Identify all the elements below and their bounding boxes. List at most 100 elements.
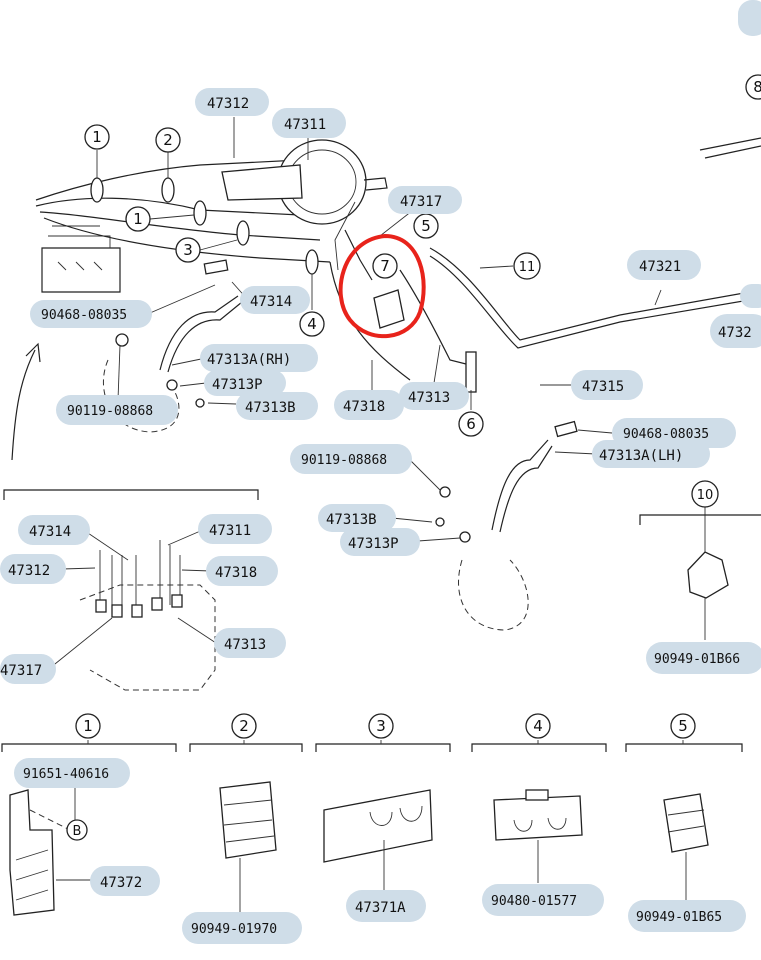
label-47318-top: 47318 — [334, 390, 404, 420]
label-90119-08868-a: 90119-08868 — [56, 395, 178, 425]
label-90468-08035-a: 90468-08035 — [30, 300, 152, 328]
svg-text:47313A(RH): 47313A(RH) — [207, 352, 291, 368]
clip-part-10 — [687, 551, 729, 599]
master-cylinder — [221, 164, 303, 201]
svg-text:47311: 47311 — [284, 117, 326, 133]
callout-1b: 1 — [125, 206, 151, 232]
callout-3: 3 — [175, 237, 201, 263]
label-47371A: 47371A — [346, 890, 426, 922]
clamp-90949-01970 — [219, 781, 277, 859]
label-47313B-mid: 47313B — [318, 504, 396, 532]
svg-text:90468-08035: 90468-08035 — [623, 427, 709, 442]
svg-text:2: 2 — [163, 131, 173, 149]
clamp-2 — [161, 177, 175, 203]
svg-text:90119-08868: 90119-08868 — [301, 453, 387, 468]
brake-line-assembly — [11, 137, 761, 631]
svg-text:47313: 47313 — [408, 390, 450, 406]
callout-6: 6 — [458, 411, 484, 437]
label-47313-detail: 47313 — [214, 628, 286, 658]
proportioning-valve — [373, 289, 405, 329]
edge-pill-top — [738, 0, 761, 36]
svg-text:47317: 47317 — [400, 194, 442, 210]
svg-text:1: 1 — [133, 210, 143, 228]
callout-7: 7 — [372, 253, 398, 279]
svg-text:3: 3 — [376, 717, 386, 735]
svg-text:47313B: 47313B — [326, 512, 377, 528]
clamp-90480-01577 — [493, 795, 583, 841]
svg-text:90949-01B65: 90949-01B65 — [636, 910, 722, 925]
label-47313-mid: 47313 — [399, 382, 469, 410]
svg-text:2: 2 — [239, 717, 249, 735]
svg-text:90949-01970: 90949-01970 — [191, 922, 277, 937]
svg-text:7: 7 — [380, 257, 390, 275]
svg-text:47312: 47312 — [207, 96, 249, 112]
svg-text:47314: 47314 — [250, 294, 292, 310]
label-47372: 47372 — [90, 866, 160, 896]
callouts: 1 2 1 3 4 5 7 11 6 10 8 1 2 3 4 5 B — [66, 74, 761, 841]
detail-callout-2: 2 — [231, 713, 257, 739]
detail-inset — [3, 489, 259, 691]
svg-text:5: 5 — [421, 217, 431, 235]
callout-4: 4 — [299, 311, 325, 337]
svg-text:47318: 47318 — [343, 399, 385, 415]
callout-2: 2 — [155, 127, 181, 153]
svg-text:B: B — [73, 824, 82, 839]
label-47313P-top: 47313P — [204, 370, 286, 396]
svg-text:47313B: 47313B — [245, 400, 296, 416]
label-90949-01B66: 90949-01B66 — [646, 642, 761, 674]
label-47315: 47315 — [571, 370, 643, 400]
svg-text:5: 5 — [678, 717, 688, 735]
svg-text:47315: 47315 — [582, 379, 624, 395]
svg-text:11: 11 — [519, 260, 536, 275]
label-47311-detail: 47311 — [198, 514, 272, 544]
svg-text:47371A: 47371A — [355, 900, 406, 916]
label-90949-01B65: 90949-01B65 — [628, 900, 746, 932]
svg-text:91651-40616: 91651-40616 — [23, 767, 109, 782]
svg-text:47372: 47372 — [100, 875, 142, 891]
leader-lines — [96, 117, 761, 640]
label-47313A-LH: 47313A(LH) — [592, 440, 710, 468]
svg-text:90480-01577: 90480-01577 — [491, 894, 577, 909]
label-90119-08868-b: 90119-08868 — [290, 444, 412, 474]
detail-callout-4: 4 — [525, 713, 551, 739]
label-47312-top: 47312 — [195, 88, 269, 116]
detail-callout-5: 5 — [670, 713, 696, 739]
label-47317-top: 47317 — [388, 186, 462, 214]
edge-pill-mid — [740, 284, 761, 308]
svg-text:90468-08035: 90468-08035 — [41, 308, 127, 323]
clamp-4 — [305, 249, 319, 275]
svg-text:47317: 47317 — [0, 663, 42, 679]
svg-text:6: 6 — [466, 415, 476, 433]
label-47314-top: 47314 — [240, 286, 310, 314]
svg-text:90119-08868: 90119-08868 — [67, 404, 153, 419]
callout-1a: 1 — [84, 124, 110, 150]
callout-b: B — [66, 819, 88, 841]
svg-text:4: 4 — [533, 717, 543, 735]
label-47318-detail: 47318 — [206, 556, 278, 586]
svg-text:47314: 47314 — [29, 524, 71, 540]
label-47313P-mid: 47313P — [340, 528, 420, 556]
label-4732-cut: 4732 — [710, 314, 761, 348]
svg-text:47313P: 47313P — [348, 536, 399, 552]
clamp-1b — [193, 200, 207, 226]
clamp-47372 — [9, 789, 55, 916]
callout-5: 5 — [413, 213, 439, 239]
clip-90949-01B65 — [663, 793, 709, 853]
clamp-47371A — [323, 789, 433, 863]
label-47317-detail: 47317 — [0, 654, 56, 684]
svg-text:47312: 47312 — [8, 563, 50, 579]
svg-text:47313A(LH): 47313A(LH) — [599, 448, 683, 464]
label-90949-01970: 90949-01970 — [182, 912, 302, 944]
svg-text:47311: 47311 — [209, 523, 251, 539]
label-47314-detail: 47314 — [18, 515, 90, 545]
svg-text:47313: 47313 — [224, 637, 266, 653]
svg-text:8: 8 — [753, 78, 761, 96]
svg-text:4: 4 — [307, 315, 317, 333]
label-47311-top: 47311 — [272, 108, 346, 138]
svg-text:4732: 4732 — [718, 325, 752, 341]
label-47321: 47321 — [627, 250, 701, 280]
svg-text:10: 10 — [697, 488, 714, 503]
svg-text:1: 1 — [83, 717, 93, 735]
